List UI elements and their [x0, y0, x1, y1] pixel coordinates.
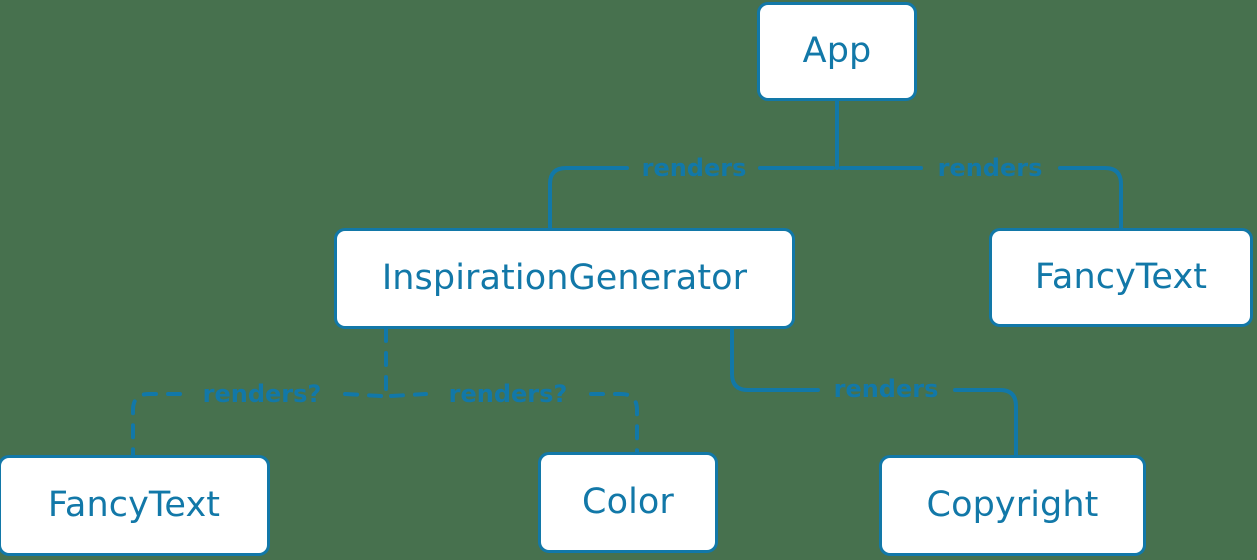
edge-label-inspirationgenerator-to-fancytext-left: renders?	[202, 380, 322, 408]
node-copyright-label: Copyright	[926, 485, 1099, 525]
edge-inspirationgenerator-to-copyright	[730, 327, 1018, 457]
node-app-label: App	[802, 31, 872, 71]
edge-label-inspirationgenerator-to-color: renders?	[448, 380, 568, 408]
edge-app-to-fancytext-right	[839, 166, 1123, 230]
node-inspirationgenerator[interactable]: InspirationGenerator	[334, 228, 795, 329]
node-fancytext-left-label: FancyText	[47, 485, 221, 525]
edge-label-app-to-fancytext-right: renders	[937, 154, 1043, 182]
node-app[interactable]: App	[757, 2, 917, 101]
edge-label-app-to-inspirationgenerator: renders	[641, 154, 747, 182]
node-fancytext-left[interactable]: FancyText	[0, 455, 270, 556]
node-copyright[interactable]: Copyright	[879, 455, 1146, 556]
edge-label-inspirationgenerator-to-copyright: renders	[833, 375, 939, 403]
edge-app-to-inspirationgenerator	[548, 166, 835, 230]
edge-inspirationgenerator-to-color	[389, 392, 639, 454]
edge-inspirationgenerator-to-fancytext-left	[131, 392, 383, 457]
node-color-label: Color	[582, 482, 674, 522]
node-fancytext-right[interactable]: FancyText	[989, 228, 1253, 327]
node-color[interactable]: Color	[538, 452, 718, 553]
node-inspirationgenerator-label: InspirationGenerator	[381, 258, 748, 298]
node-fancytext-right-label: FancyText	[1034, 257, 1208, 297]
